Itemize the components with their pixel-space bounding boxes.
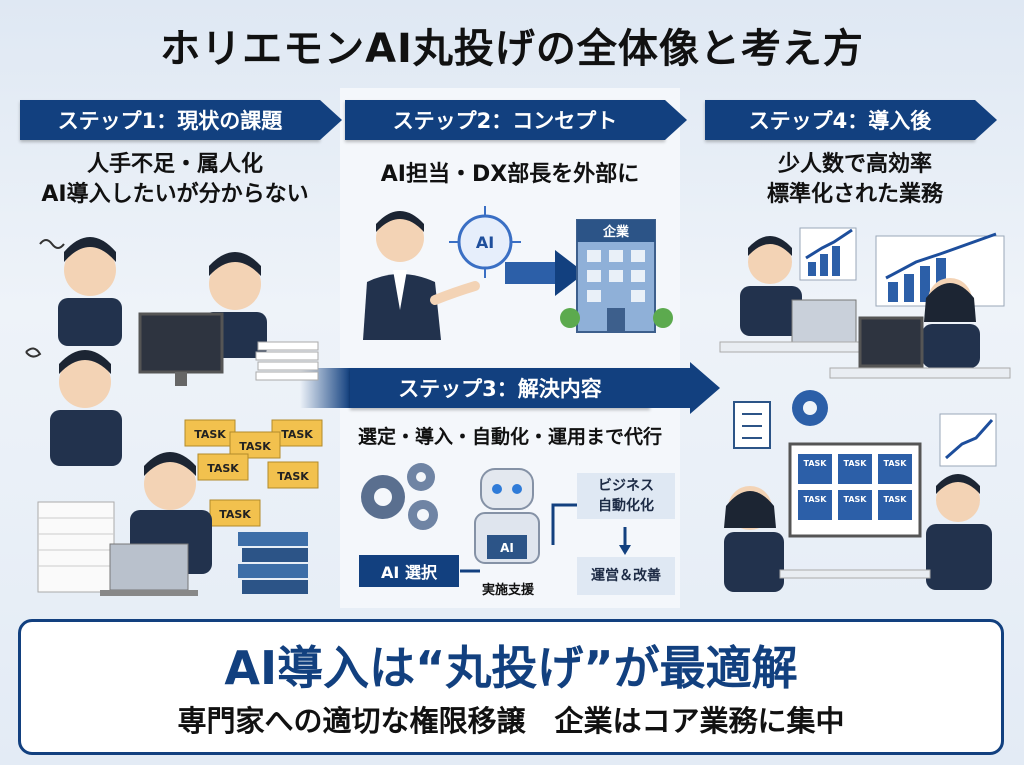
task-label: TASK: [277, 470, 309, 483]
stressed-person-icon: [39, 237, 122, 346]
robot-badge: AI: [500, 541, 514, 555]
worker-person-icon: [922, 278, 980, 368]
step4-label: ステップ4：導入後: [705, 100, 975, 140]
task-label: TASK: [207, 462, 239, 475]
step1-arrow-icon: [320, 100, 342, 140]
right-arrow-icon: [505, 250, 585, 296]
step3-caption: 選定・導入・自動化・運用まで代行: [357, 426, 662, 448]
step3-arrow-icon: [690, 362, 720, 414]
task-label: TASK: [804, 459, 828, 468]
step2-label: ステップ2：コンセプト: [345, 100, 665, 140]
gear-icon: [792, 390, 828, 426]
task-label: TASK: [281, 428, 313, 441]
gears-icon: [361, 463, 438, 530]
down-arrow-icon: [619, 545, 631, 555]
task-label: TASK: [884, 459, 908, 468]
conclusion-headline: AI導入は“丸投げ”が最適解: [224, 641, 798, 695]
step1-caption-line1: 人手不足・属人化: [86, 152, 263, 177]
step4-caption: 少人数で高効率 標準化された業務: [700, 150, 1010, 210]
conclusion-subline: 専門家への適切な権限移譲 企業はコア業務に集中: [177, 704, 845, 738]
task-label: TASK: [844, 495, 868, 504]
building-label: 企業: [602, 224, 630, 240]
step2-header: ステップ2：コンセプト: [345, 100, 687, 140]
consultant-person-icon: [363, 211, 480, 340]
task-label: TASK: [194, 428, 226, 441]
step3-graphics: AI: [361, 463, 631, 573]
worker-person-icon: [926, 474, 992, 590]
book-stack-icon: [238, 532, 308, 594]
worker-person-icon: [724, 486, 784, 592]
office-building-icon: 企業: [560, 219, 673, 333]
flow-connector: [551, 503, 577, 545]
step3-illustration: AI AI 選択 実施支援 ビジネス 自動化化 運営＆改善: [345, 455, 675, 605]
monitor-icon: [138, 312, 224, 386]
paper-stack-icon: [255, 341, 319, 381]
task-folders: TASK TASK TASK TASK TASK TASK: [184, 419, 323, 527]
step2-illustration: AI 企業: [363, 206, 673, 340]
task-label: TASK: [239, 440, 271, 453]
stressed-person-icon: [25, 347, 122, 466]
step4-caption-line1: 少人数で高効率: [777, 152, 932, 177]
ai-brain-icon: AI: [449, 206, 521, 278]
support-label: 実施支援: [481, 583, 534, 598]
laptop-icon: [719, 299, 921, 353]
conclusion-box: AI導入は“丸投げ”が最適解 専門家への適切な権限移譲 企業はコア業務に集中: [18, 619, 1004, 755]
step1-caption: 人手不足・属人化 AI導入したいが分からない: [10, 150, 340, 210]
step4-caption-line2: 標準化された業務: [766, 182, 943, 207]
step4-illustration: TASK TASK TASK TASK TASK TASK: [719, 227, 1011, 592]
page-title: ホリエモンAI丸投げの全体像と考え方: [160, 26, 864, 72]
desk: [779, 569, 931, 579]
ai-select-box: AI 選択: [359, 555, 459, 587]
robot-icon: AI: [474, 468, 540, 564]
step3-header: ステップ3：解決内容: [300, 362, 720, 414]
task-label: TASK: [884, 495, 908, 504]
step3-label: ステップ3：解決内容: [350, 368, 650, 408]
task-label: TASK: [844, 459, 868, 468]
step2-caption: AI担当・DX部長を外部に: [380, 162, 640, 187]
step4-arrow-icon: [975, 100, 997, 140]
laptop-icon: [100, 543, 198, 596]
biz-automation-box: ビジネス 自動化化: [577, 473, 675, 519]
monitor-icon: [829, 316, 1011, 379]
step1-caption-line2: AI導入したいが分からない: [41, 182, 309, 207]
worker-person-icon: [740, 236, 802, 336]
step3-arrow-body: [650, 368, 690, 408]
step4-header: ステップ4：導入後: [705, 100, 997, 140]
growth-chart-icon: [939, 413, 997, 467]
operate-improve-box: 運営＆改善: [577, 557, 675, 595]
step1-label: ステップ1：現状の課題: [20, 100, 320, 140]
checklist-icon: [733, 401, 771, 449]
ai-badge: AI: [476, 233, 494, 252]
step1-illustration: TASK TASK TASK TASK TASK TASK: [25, 237, 323, 596]
paper-pile-icon: [37, 501, 115, 593]
step2-arrow-icon: [665, 100, 687, 140]
task-label: TASK: [804, 495, 828, 504]
growth-chart-icon: [799, 227, 857, 281]
dashboard-monitor-icon: TASK TASK TASK TASK TASK TASK: [788, 442, 922, 538]
step1-header: ステップ1：現状の課題: [20, 100, 342, 140]
task-label: TASK: [219, 508, 251, 521]
